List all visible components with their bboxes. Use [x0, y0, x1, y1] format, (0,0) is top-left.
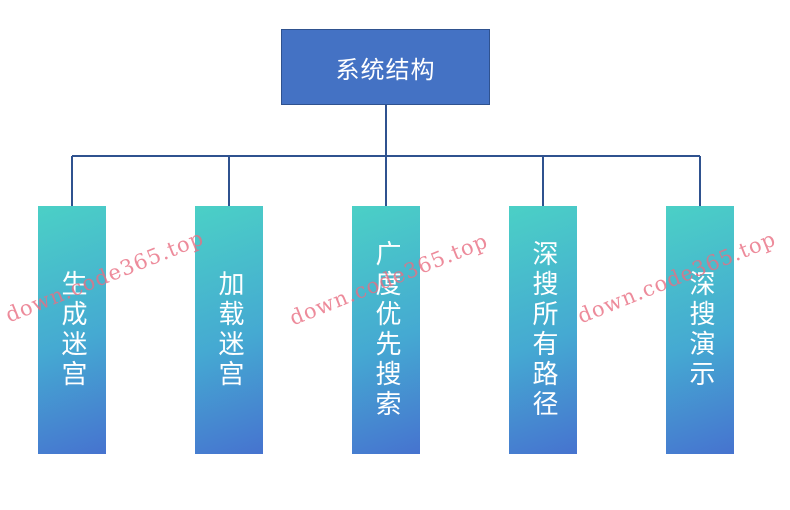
child-node-generate-maze: 生成迷宫 [38, 206, 106, 454]
child-node-label: 加载迷宫 [214, 270, 244, 390]
child-node-label: 生成迷宫 [57, 270, 87, 390]
child-node-label: 深搜所有路径 [528, 240, 558, 420]
child-node-label: 深搜演示 [685, 270, 715, 390]
child-node-bfs: 广度优先搜索 [352, 206, 420, 454]
child-node-load-maze: 加载迷宫 [195, 206, 263, 454]
root-node: 系统结构 [281, 29, 490, 105]
child-node-dfs-demo: 深搜演示 [666, 206, 734, 454]
root-node-label: 系统结构 [335, 55, 436, 84]
child-node-dfs-all-paths: 深搜所有路径 [509, 206, 577, 454]
child-node-label: 广度优先搜索 [371, 240, 401, 420]
